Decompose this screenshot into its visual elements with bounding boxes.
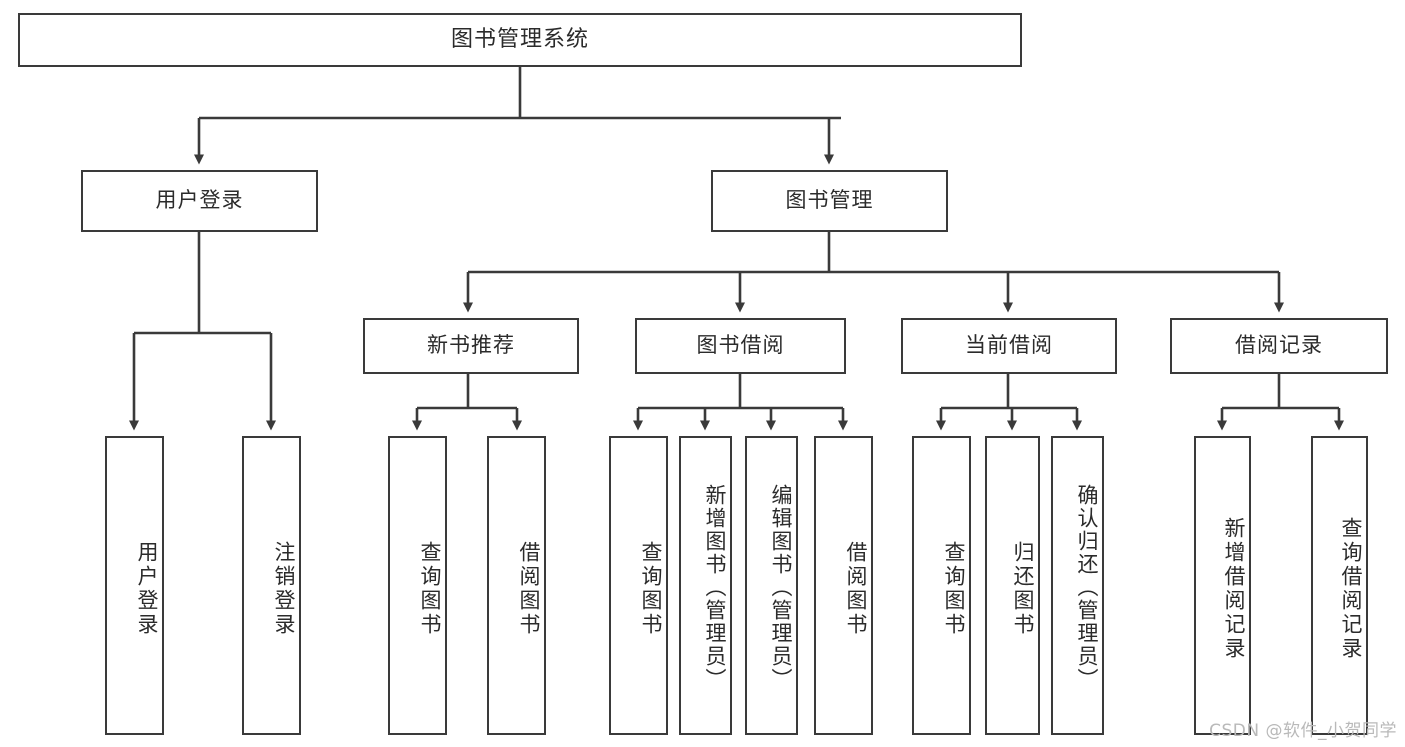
node-leaf-user-login[interactable]: 用户登录 (105, 436, 164, 735)
node-root[interactable]: 图书管理系统 (18, 13, 1022, 67)
node-leaf-query-book-3[interactable]: 查询图书 (912, 436, 971, 735)
node-leaf-query-record[interactable]: 查询借阅记录 (1311, 436, 1368, 735)
node-leaf-return-book[interactable]: 归还图书 (985, 436, 1040, 735)
node-leaf-add-record[interactable]: 新增借阅记录 (1194, 436, 1251, 735)
node-leaf-borrow-book-1[interactable]: 借阅图书 (487, 436, 546, 735)
node-leaf-query-book-1[interactable]: 查询图书 (388, 436, 447, 735)
watermark-text: CSDN @软件_小贺同学 (1209, 721, 1397, 741)
node-book-management[interactable]: 图书管理 (711, 170, 948, 232)
node-leaf-edit-book[interactable]: 编辑图书（管理员） (745, 436, 798, 735)
node-leaf-query-book-2[interactable]: 查询图书 (609, 436, 668, 735)
node-current-borrow[interactable]: 当前借阅 (901, 318, 1117, 374)
node-leaf-add-book[interactable]: 新增图书（管理员） (679, 436, 732, 735)
node-borrow-record[interactable]: 借阅记录 (1170, 318, 1388, 374)
node-book-borrow[interactable]: 图书借阅 (635, 318, 846, 374)
node-leaf-logout[interactable]: 注销登录 (242, 436, 301, 735)
node-new-book-recommend[interactable]: 新书推荐 (363, 318, 579, 374)
node-user-login[interactable]: 用户登录 (81, 170, 318, 232)
node-leaf-confirm-return[interactable]: 确认归还（管理员） (1051, 436, 1104, 735)
node-leaf-borrow-book-2[interactable]: 借阅图书 (814, 436, 873, 735)
